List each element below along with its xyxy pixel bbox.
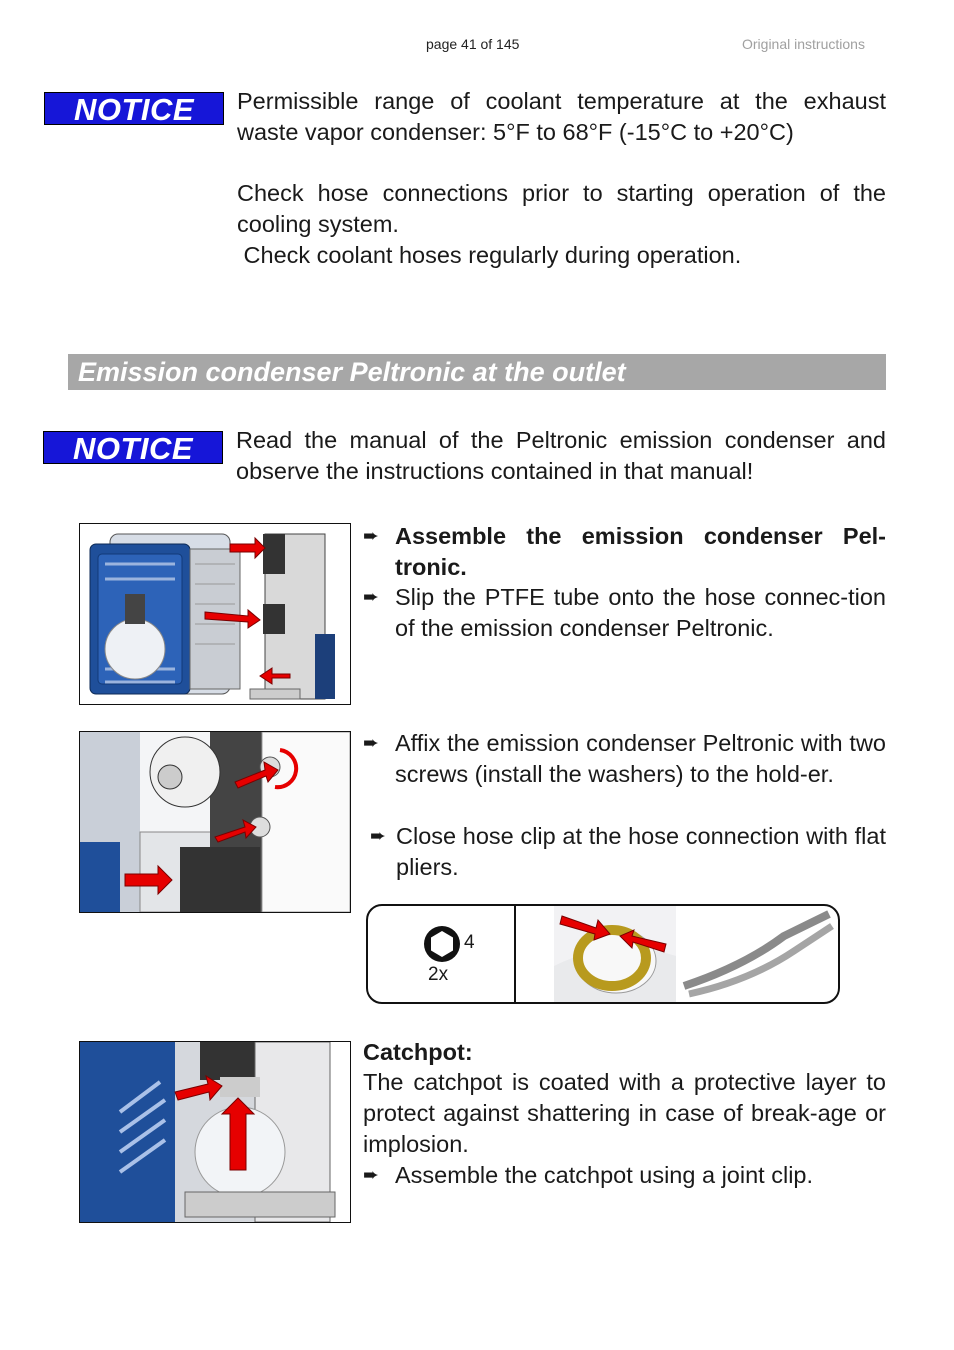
step-text: Assemble the catchpot using a joint clip… xyxy=(395,1162,814,1188)
arrow-bullet-icon: ➨ xyxy=(370,826,386,847)
step-text: Close hose clip at the hose connection w… xyxy=(396,823,886,880)
catchpot-text: The catchpot is coated with a protective… xyxy=(363,1069,886,1157)
tools-divider xyxy=(514,906,516,1002)
notice-text-manual: Read the manual of the Peltronic emissio… xyxy=(236,427,886,484)
figure-pump-condenser xyxy=(79,523,351,705)
step-text: Slip the PTFE tube onto the hose connec-… xyxy=(395,584,886,641)
tools-panel: 4 2x xyxy=(366,904,840,1004)
figure-screw-mounting xyxy=(79,731,351,913)
step-close-hose-clip: ➨ Close hose clip at the hose connection… xyxy=(370,821,886,883)
hex-key-size: 4 xyxy=(464,932,475,953)
section-title: Emission condenser Peltronic at the outl… xyxy=(78,357,626,387)
document-label: Original instructions xyxy=(742,36,865,52)
arrow-bullet-icon: ➨ xyxy=(363,1165,379,1186)
notice-badge-2: NOTICE xyxy=(43,431,223,465)
arrow-bullet-icon: ➨ xyxy=(363,587,379,608)
notice-badge: NOTICE xyxy=(44,92,224,126)
catchpot-illustration xyxy=(80,1042,350,1222)
figure-catchpot xyxy=(79,1041,351,1223)
notice-text-hose-check: Check hose connections prior to starting… xyxy=(237,180,886,237)
arrow-bullet-icon: ➨ xyxy=(363,526,379,547)
step-slip-tube: ➨ Slip the PTFE tube onto the hose conne… xyxy=(363,582,886,644)
hex-key-icon xyxy=(424,926,460,962)
step-text: Assemble the emission condenser Pel-tron… xyxy=(395,523,886,580)
arrow-bullet-icon: ➨ xyxy=(363,733,379,754)
step-assemble-catchpot: ➨ Assemble the catchpot using a joint cl… xyxy=(363,1160,886,1191)
hose-clip-pliers-illustration xyxy=(554,906,834,1002)
notice-text-hose-regular: Check coolant hoses regularly during ope… xyxy=(237,242,742,268)
screw-mounting-illustration xyxy=(80,732,350,912)
section-heading-bar: Emission condenser Peltronic at the outl… xyxy=(68,354,886,390)
screw-count: 2x xyxy=(428,964,449,985)
catchpot-heading: Catchpot: xyxy=(363,1039,473,1065)
step-assemble-condenser: ➨ Assemble the emission condenser Pel-tr… xyxy=(363,521,886,583)
step-affix-condenser: ➨ Affix the emission condenser Peltronic… xyxy=(363,728,886,821)
pump-illustration xyxy=(80,524,350,704)
step-text: Affix the emission condenser Peltronic w… xyxy=(395,730,886,787)
page-number: page 41 of 145 xyxy=(426,36,520,52)
notice-text-coolant: Permissible range of coolant temperature… xyxy=(237,88,886,145)
